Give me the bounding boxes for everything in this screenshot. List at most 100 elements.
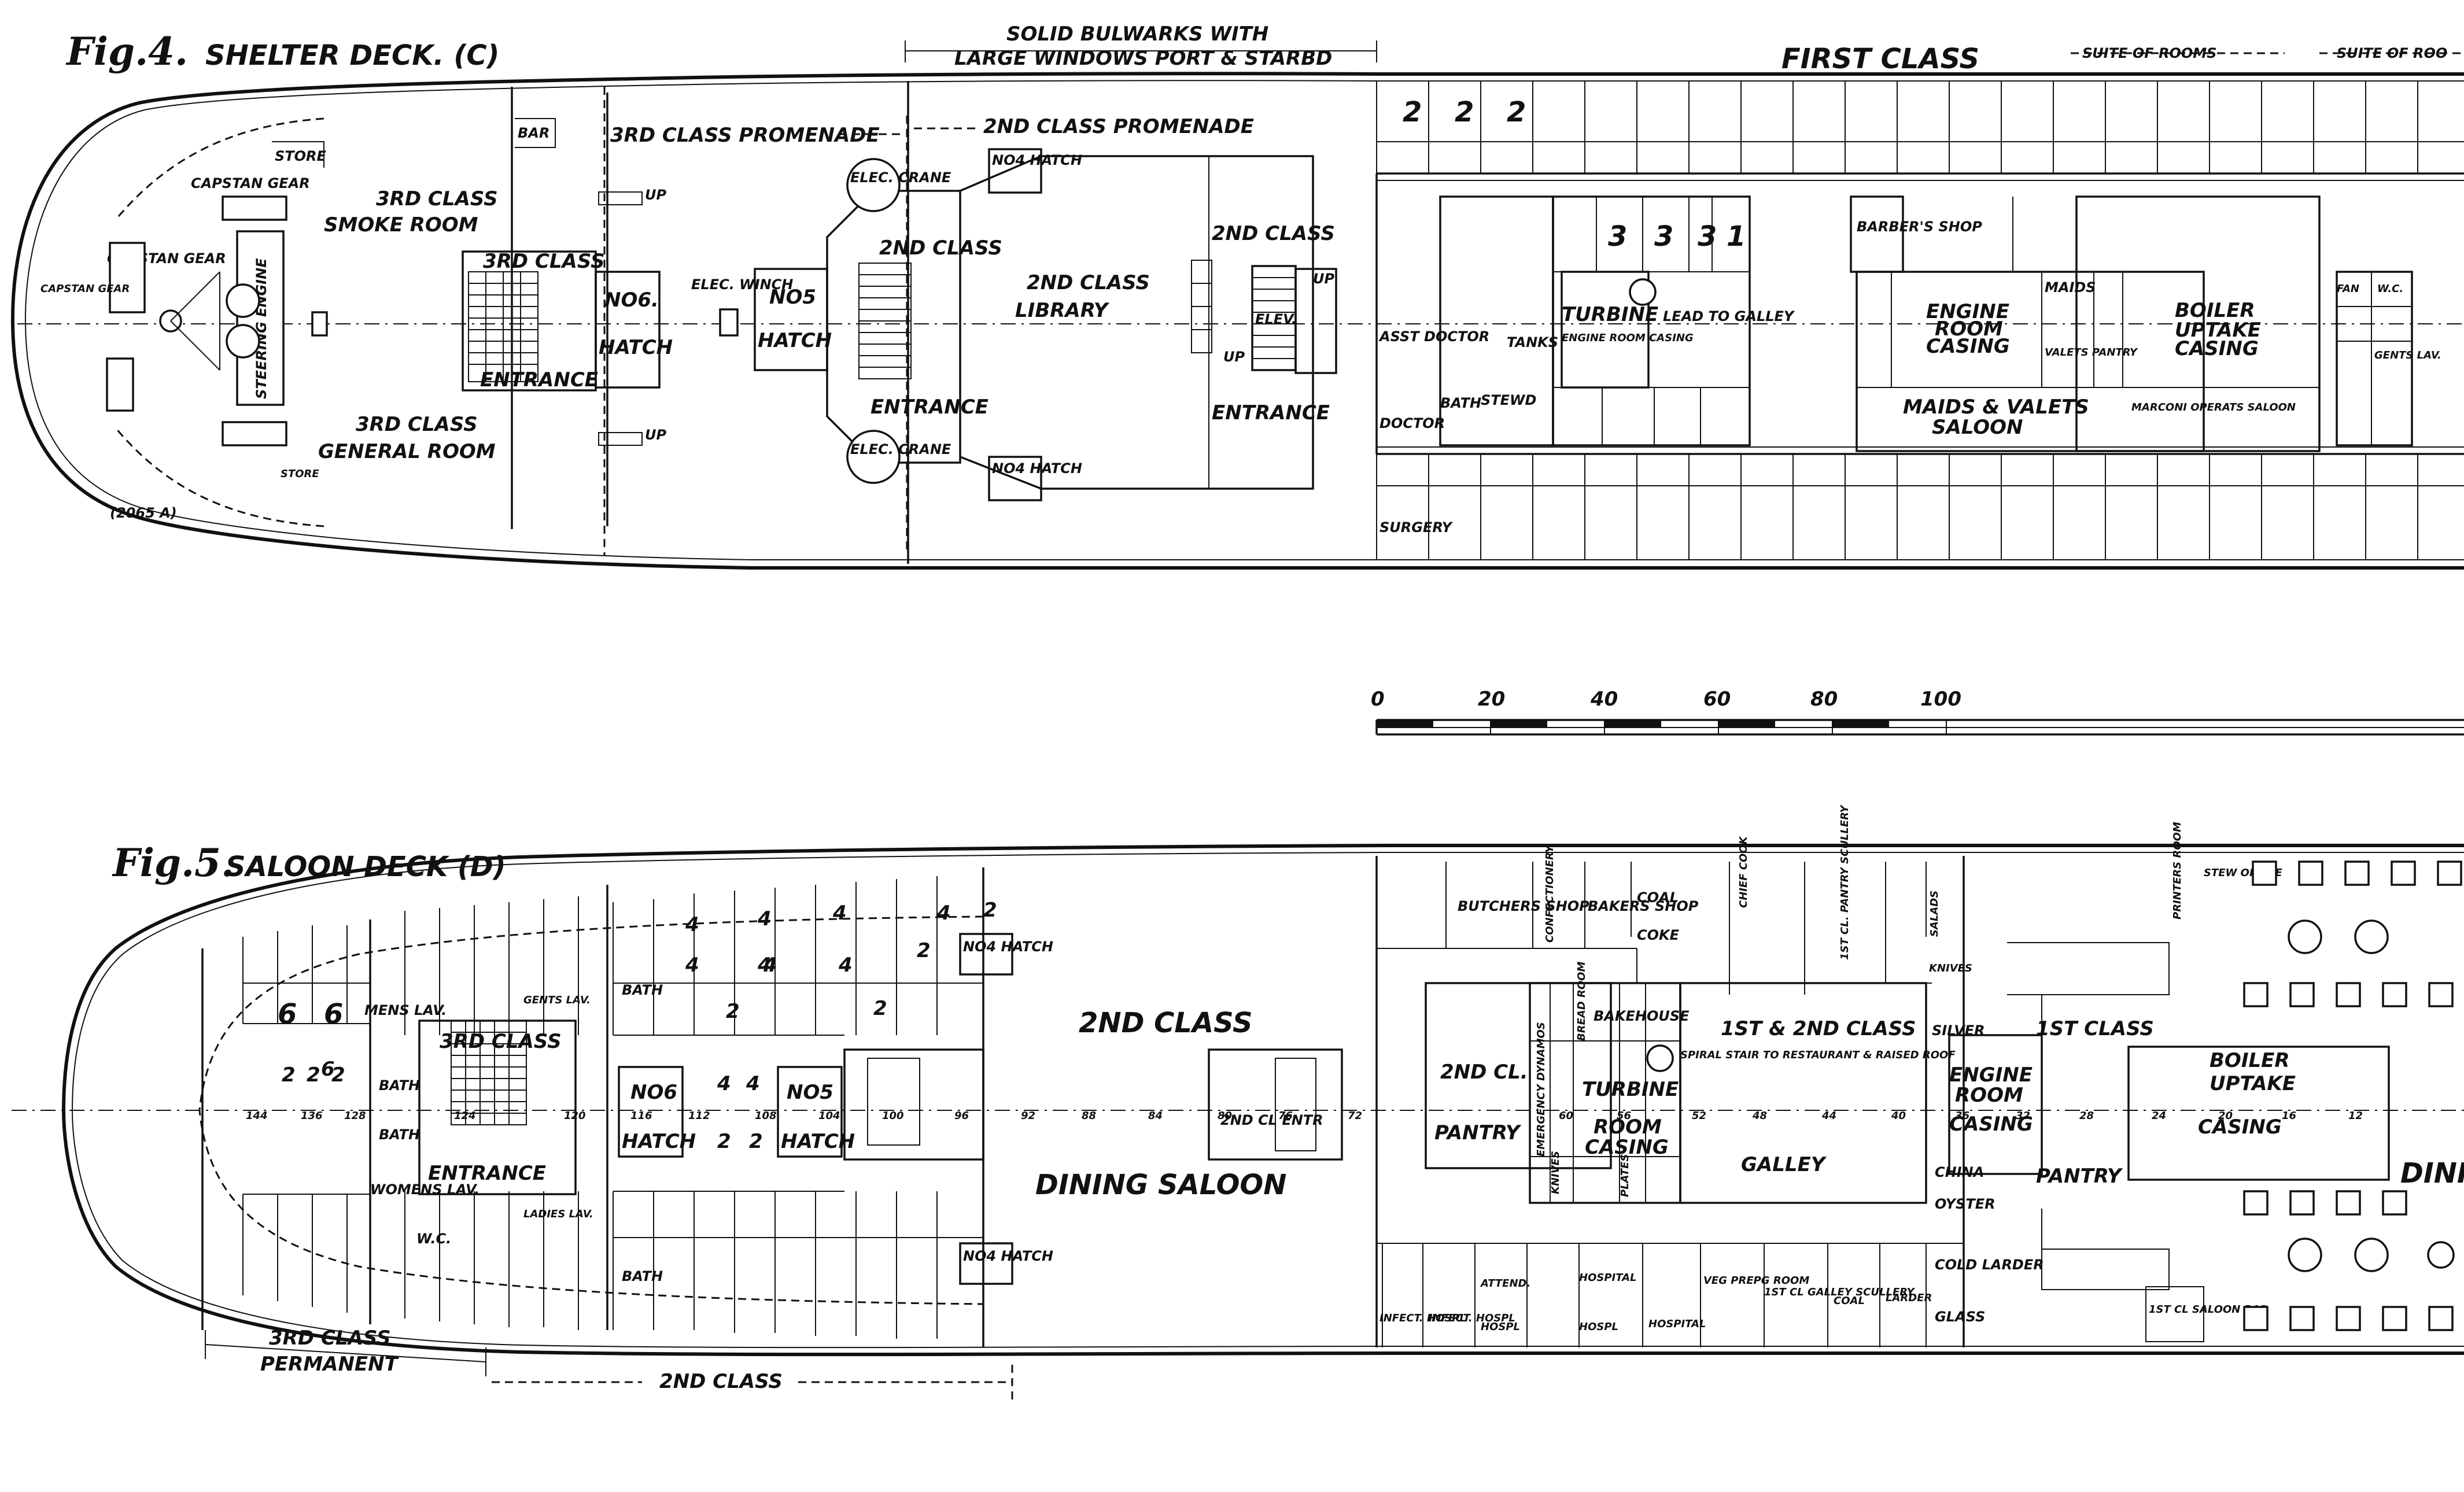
fig5-label-second-class-extent: 2ND CLASS xyxy=(659,1370,783,1393)
fig5-label-knives-2: KNIVES xyxy=(1550,1151,1562,1194)
fig4-label-second-library-2: LIBRARY xyxy=(1015,299,1110,322)
fig4-label-no4-hatch-top: NO4 HATCH xyxy=(992,152,1082,168)
frame-92: 92 xyxy=(1021,1110,1035,1122)
fig5-berth-2h: 2 xyxy=(749,1130,763,1153)
fig5-second-class-cabins xyxy=(613,876,983,1339)
fig5-label-first-galley-scullery: 1ST CL GALLEY SCULLERY xyxy=(1764,1286,1915,1298)
fig4-label-maids-valets-2: SALOON xyxy=(1932,416,2023,439)
frame-136: 136 xyxy=(301,1110,323,1122)
fig5-no4-hatch-top xyxy=(959,933,1013,976)
fig5-berth-6c: 6 xyxy=(321,1058,335,1081)
frame-36: 36 xyxy=(1955,1110,1969,1122)
fig4-first-class-rooms xyxy=(1376,81,2464,560)
fig5-berth-6b: 6 xyxy=(324,998,343,1031)
fig5-label-no4-hatch-top: NO4 HATCH xyxy=(963,939,1053,955)
frame-84: 84 xyxy=(1148,1110,1163,1122)
fig4-label-up-3: UP xyxy=(1313,271,1334,287)
fig4-label-up-4: UP xyxy=(1223,349,1245,365)
fig4-label-fwd-notes: CAPSTAN GEAR xyxy=(40,283,130,295)
fig4-label-engine-room-1: ENGINE xyxy=(1926,300,2009,323)
fig5-label-first-pantry-1: 1ST CLASS xyxy=(2036,1017,2154,1040)
fig4-no6-hatch xyxy=(595,271,661,389)
fig5-berth-4b: 4 xyxy=(757,907,772,930)
fig4-label-surgery: SURGERY xyxy=(1379,519,1454,536)
fig5-label-dining: DINI xyxy=(2400,1157,2464,1190)
fig4-label-boiler-1: BOILER xyxy=(2175,299,2255,322)
fig5-berth-2i: 2 xyxy=(726,1000,740,1023)
frame-20: 20 xyxy=(2218,1110,2233,1122)
fig4-second-class-entrance xyxy=(826,158,961,484)
fig5-label-first-pantry-2: PANTRY xyxy=(2036,1165,2123,1188)
frame-112: 112 xyxy=(688,1110,710,1122)
fig5-label-second-cl-entr: 2ND CL ENTR xyxy=(1220,1112,1323,1128)
fig4-label-third-promenade: 3RD CLASS PROMENADE xyxy=(610,124,880,147)
fig4-label-up-1: UP xyxy=(645,187,666,203)
fig4-label-fan: FAN xyxy=(2337,283,2359,295)
fig4-no4-hatch-top xyxy=(988,148,1042,194)
fig5-label-third-class: 3RD CLASS xyxy=(440,1030,562,1053)
fig5-label-coal: COAL xyxy=(1637,889,1679,906)
fig5-third-permanent-dim xyxy=(205,1330,486,1376)
fig5-label-second-pantry-1: 2ND CL. xyxy=(1440,1061,1528,1084)
fig5-label-galley-1: 1ST & 2ND CLASS xyxy=(1721,1017,1916,1040)
fig5-fwd-cabins xyxy=(242,896,579,1330)
fig4-label-elec-crane-top: ELEC. CRANE xyxy=(850,169,951,186)
fig4-label-turbine-2: ENGINE ROOM CASING xyxy=(1562,332,1694,344)
fig5-label-attend: ATTEND. xyxy=(1480,1277,1530,1290)
fig5-dining-tables xyxy=(2243,861,2462,1331)
frame-108: 108 xyxy=(755,1110,777,1122)
scale-mark-0: 0 xyxy=(1371,688,1385,711)
fig4-label-lead-to-galley: LEAD TO GALLEY xyxy=(1663,308,1795,324)
fig5-label-pantry-scullery: 1ST CL. PANTRY SCULLERY xyxy=(1839,804,1851,960)
fig5-label-engine-room-2: ROOM xyxy=(1955,1084,2023,1107)
fig5-title: Fig.5. xyxy=(112,840,234,885)
fig5-label-bath-1: BATH xyxy=(379,1077,420,1094)
fig4-stair-up-2 xyxy=(598,432,643,446)
fig5-no4-hatch-bot xyxy=(959,1242,1013,1285)
fig5-berth-4c: 4 xyxy=(832,902,847,925)
fig4-bulkhead-fwd xyxy=(511,81,909,564)
fig5-label-china: CHINA xyxy=(1935,1164,1984,1180)
fig4-winch xyxy=(719,308,739,337)
fig5-saloon-bar xyxy=(2145,1286,2204,1342)
fig4-port-corridor xyxy=(1375,172,2464,455)
fig5-saloon-deck: Fig.5. SALOON DECK (D) 3RD CLASS ENTRANC… xyxy=(12,804,2464,1399)
fig5-berth-4h: 4 xyxy=(838,954,853,977)
fig4-store-box xyxy=(272,118,556,168)
fig4-label-valets-pantry: VALETS PANTRY xyxy=(2045,346,2138,359)
fig4-title: Fig.4. xyxy=(65,29,188,74)
fig5-label-first-saloon-bar: 1ST CL SALOON BAR xyxy=(2149,1303,2268,1316)
fig5-label-second-pantry-2: PANTRY xyxy=(1434,1121,1522,1144)
frame-124: 124 xyxy=(454,1110,476,1122)
frame-128: 128 xyxy=(344,1110,366,1122)
fig5-berth-4i: 4 xyxy=(936,902,951,925)
fig4-label-doctor: DOCTOR xyxy=(1379,415,1445,431)
fig5-label-bath-3: BATH xyxy=(622,982,663,998)
fig5-label-bath-2: BATH xyxy=(379,1127,420,1143)
fig4-hull-inner xyxy=(24,80,2464,560)
fig5-label-engine-room-1: ENGINE xyxy=(1949,1063,2033,1087)
fig5-label-galley-2: GALLEY xyxy=(1741,1153,1827,1176)
fig4-label-wc: W.C. xyxy=(2377,283,2403,295)
fig5-label-second-dining-1: 2ND CLASS xyxy=(1079,1007,1253,1039)
fig5-berth-2c: 2 xyxy=(331,1063,345,1087)
fig4-label-boiler-3: CASING xyxy=(2175,337,2259,360)
fig4-label-solid-bulwarks: SOLID BULWARKS WITH xyxy=(1006,23,1268,46)
fig4-label-up-2: UP xyxy=(645,427,666,443)
fig4-label-no4-hatch-bot: NO4 HATCH xyxy=(992,460,1082,477)
fig5-label-no5: NO5 xyxy=(787,1081,833,1104)
fig5-label-no4-hatch-bot: NO4 HATCH xyxy=(963,1248,1053,1264)
fig4-label-large-windows: LARGE WINDOWS PORT & STARBD xyxy=(954,47,1332,70)
fig5-label-wc-1: W.C. xyxy=(416,1231,451,1247)
fig4-shelter-deck: Fig.4. SHELTER DECK. (C) SOLID BULWARKS … xyxy=(10,23,2464,570)
fig5-second-cl-entr-stair xyxy=(1275,1058,1316,1151)
fig4-stair-up-1 xyxy=(598,191,643,205)
frame-28: 28 xyxy=(2079,1110,2094,1122)
fig4-label-elec-winch: ELEC. WINCH xyxy=(691,276,793,293)
fig4-label-boiler-2: UPTAKE xyxy=(2175,319,2261,342)
fig5-label-silver: SILVER xyxy=(1932,1022,1985,1039)
fig4-port-corridor-inner xyxy=(1377,180,2464,448)
fig4-label-elec-crane-bot: ELEC. CRANE xyxy=(850,441,951,457)
fig4-label-capstan-gear: CAPSTAN GEAR xyxy=(191,175,310,191)
fig4-room-2c: 2 xyxy=(1507,96,1526,128)
